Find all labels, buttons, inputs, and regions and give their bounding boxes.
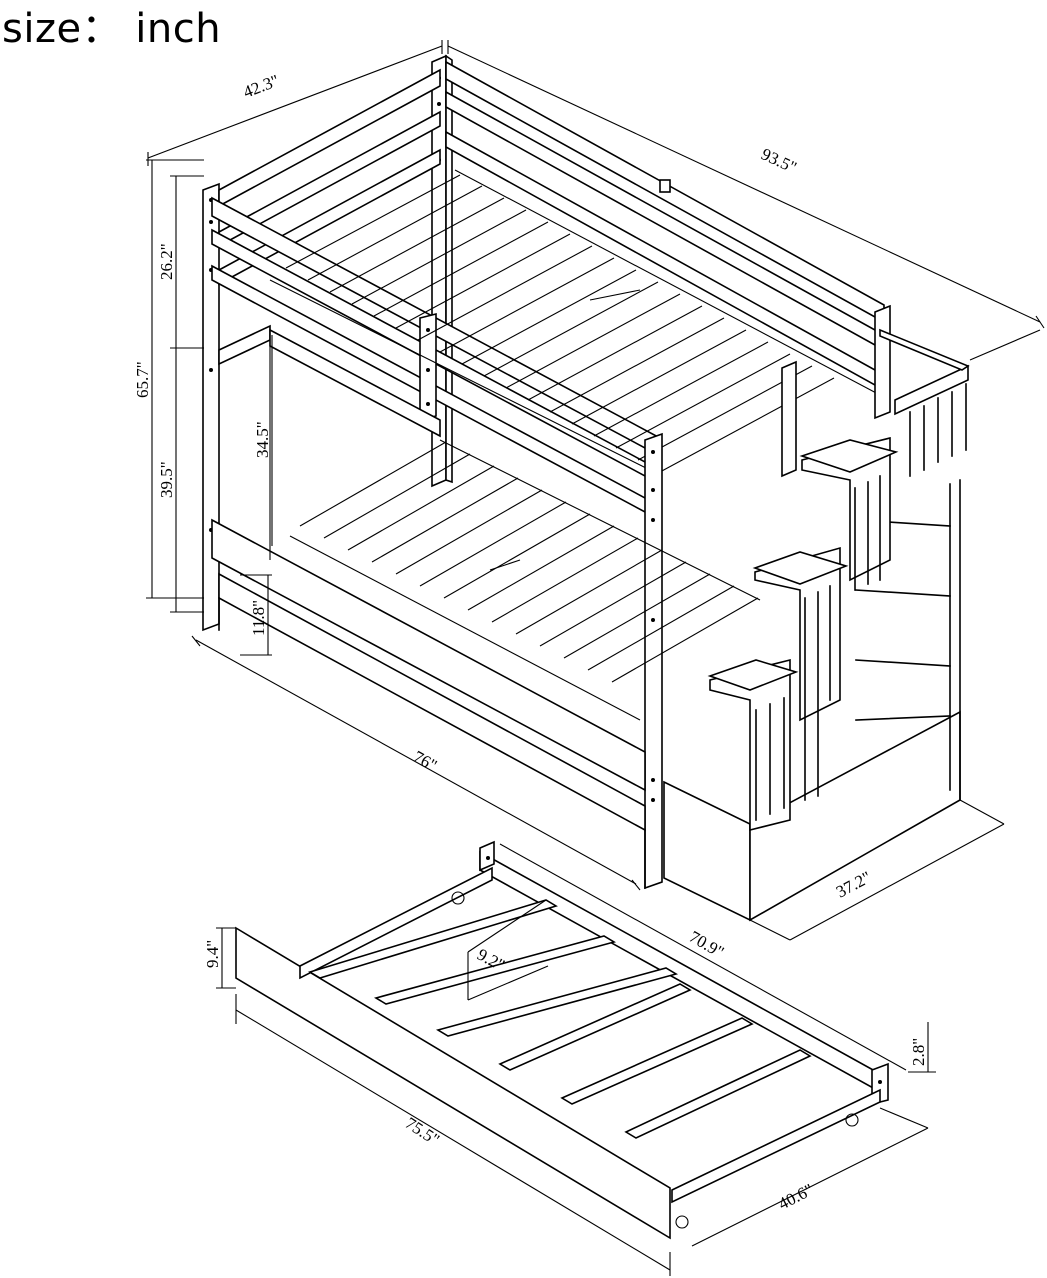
- bunk-dimension-labels: 42.3" 93.5" 65.7" 26.2" 39.5" 34.5" 11.8…: [133, 71, 874, 902]
- dim-lower-height: 39.5": [157, 461, 176, 498]
- dim-top-width: 42.3": [241, 71, 282, 102]
- trundle-slats: [308, 899, 812, 1139]
- trundle-back-rail: [479, 850, 885, 1096]
- stair-cabinet: [663, 328, 970, 922]
- bunk-bed-drawing: [202, 54, 970, 922]
- dim-stair-width: 37.2": [833, 868, 874, 902]
- upper-front-guard: [211, 196, 661, 522]
- back-right-post: [874, 304, 891, 420]
- dim-trundle-inner-length: 75.5": [402, 1113, 443, 1149]
- dim-total-length: 93.5": [758, 144, 799, 177]
- dim-bunk-clearance: 34.5": [253, 421, 272, 458]
- dim-bed-length: 76": [410, 747, 440, 775]
- dim-trundle-width: 40.6": [775, 1180, 816, 1214]
- dim-trundle-length: 70.9": [686, 927, 727, 962]
- trundle-dimension-lines: [216, 843, 936, 1276]
- dim-caster-height: 2.8": [909, 1038, 928, 1066]
- dim-total-height: 65.7": [133, 361, 152, 398]
- trundle-drawing: [235, 840, 889, 1240]
- upper-back-guard: [445, 60, 885, 392]
- trundle-front-panel: [235, 926, 671, 1240]
- dim-trundle-height: 9.4": [203, 940, 222, 968]
- lower-front-rail: [211, 518, 646, 832]
- front-left-post: [202, 182, 220, 632]
- bunk-dimension-lines: [146, 40, 1045, 941]
- lower-slats: [289, 439, 761, 721]
- upper-headboard: [218, 68, 441, 286]
- lower-headboard: [218, 324, 441, 560]
- dim-floor-clearance: 11.8": [249, 600, 268, 636]
- page-title: size： inch: [2, 6, 222, 52]
- middle-front-post: [644, 432, 663, 890]
- lower-legs: [218, 597, 646, 889]
- dim-upper-height: 26.2": [157, 243, 176, 280]
- upper-right-post: [781, 360, 797, 478]
